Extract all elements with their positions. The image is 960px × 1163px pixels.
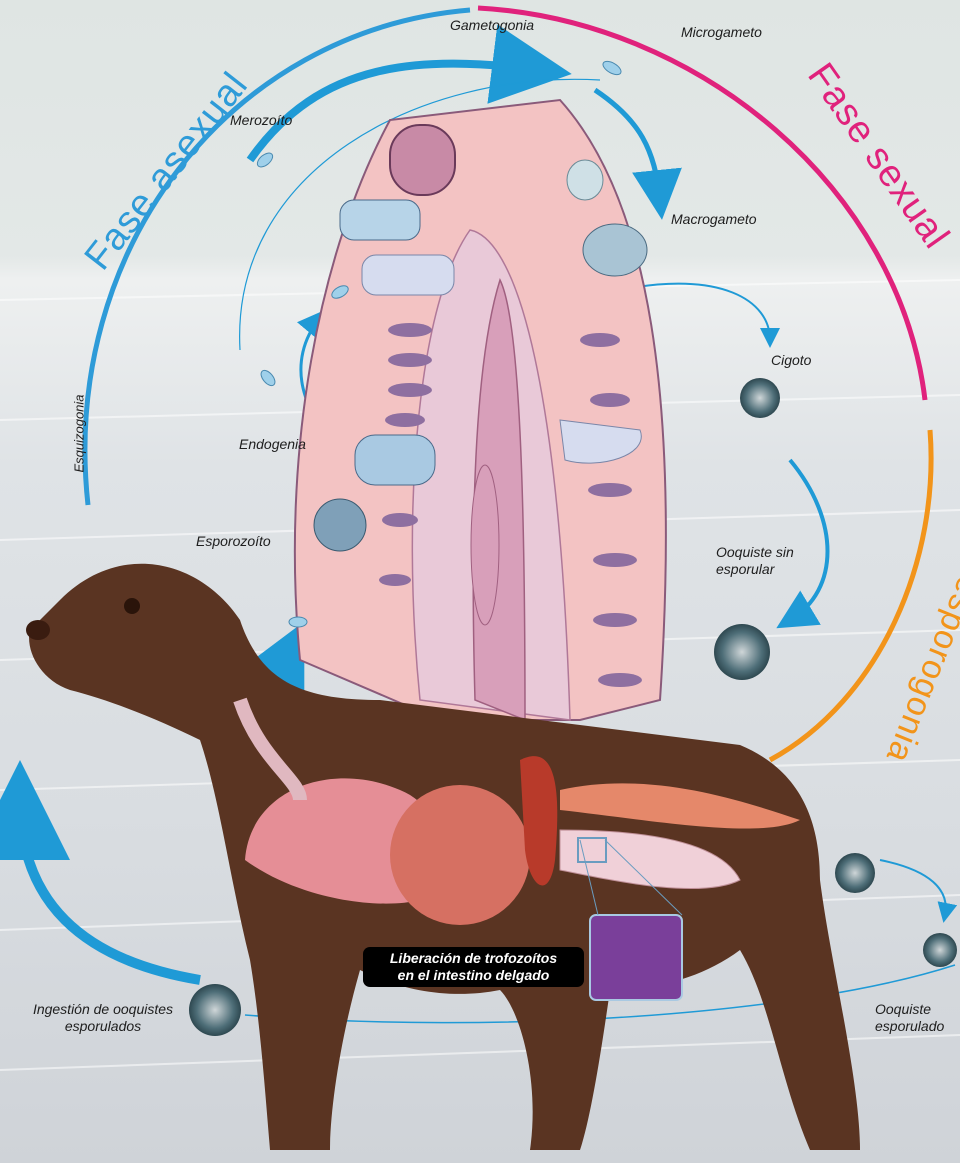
excretion-arrow xyxy=(880,860,946,915)
ooquiste-arrow xyxy=(790,460,828,620)
esporozoito-label: Esporozoíto xyxy=(196,533,271,550)
ooquiste-sin-esporular-label: Ooquiste sin esporular xyxy=(716,544,794,578)
release-line1: Liberación de trofozoítos xyxy=(367,950,580,967)
esquizogonia-label: Esquizogonia xyxy=(71,394,88,472)
cigoto-label: Cigoto xyxy=(771,352,811,369)
trofozoite-release-label: Liberación de trofozoítos en el intestin… xyxy=(363,947,584,987)
trofozoite-inset xyxy=(590,915,682,1000)
intestinal-villus xyxy=(295,100,666,720)
ooquiste-esporulado-label: Ooquiste esporulado xyxy=(875,1001,944,1035)
macrogameto-label: Macrogameto xyxy=(671,211,757,228)
ingestion-line1: Ingestión de ooquistes xyxy=(5,1001,201,1018)
release-line2: en el intestino delgado xyxy=(367,967,580,984)
ooquiste-sin-esporular-line2: esporular xyxy=(716,561,794,578)
microgameto-label: Microgameto xyxy=(681,24,762,41)
endogenia-label: Endogenia xyxy=(239,436,306,453)
ingestion-line2: esporulados xyxy=(5,1018,201,1035)
merozoito-label: Merozoíto xyxy=(230,112,292,129)
ooquiste-sin-esporular-line1: Ooquiste sin xyxy=(716,544,794,561)
gametogonia-label: Gametogonia xyxy=(450,17,534,34)
ingestion-label: Ingestión de ooquistes esporulados xyxy=(5,1001,201,1035)
ooquiste-esporulado-line2: esporulado xyxy=(875,1018,944,1035)
ooquiste-esporulado-line1: Ooquiste xyxy=(875,1001,944,1018)
left-return-arrow xyxy=(20,800,200,980)
